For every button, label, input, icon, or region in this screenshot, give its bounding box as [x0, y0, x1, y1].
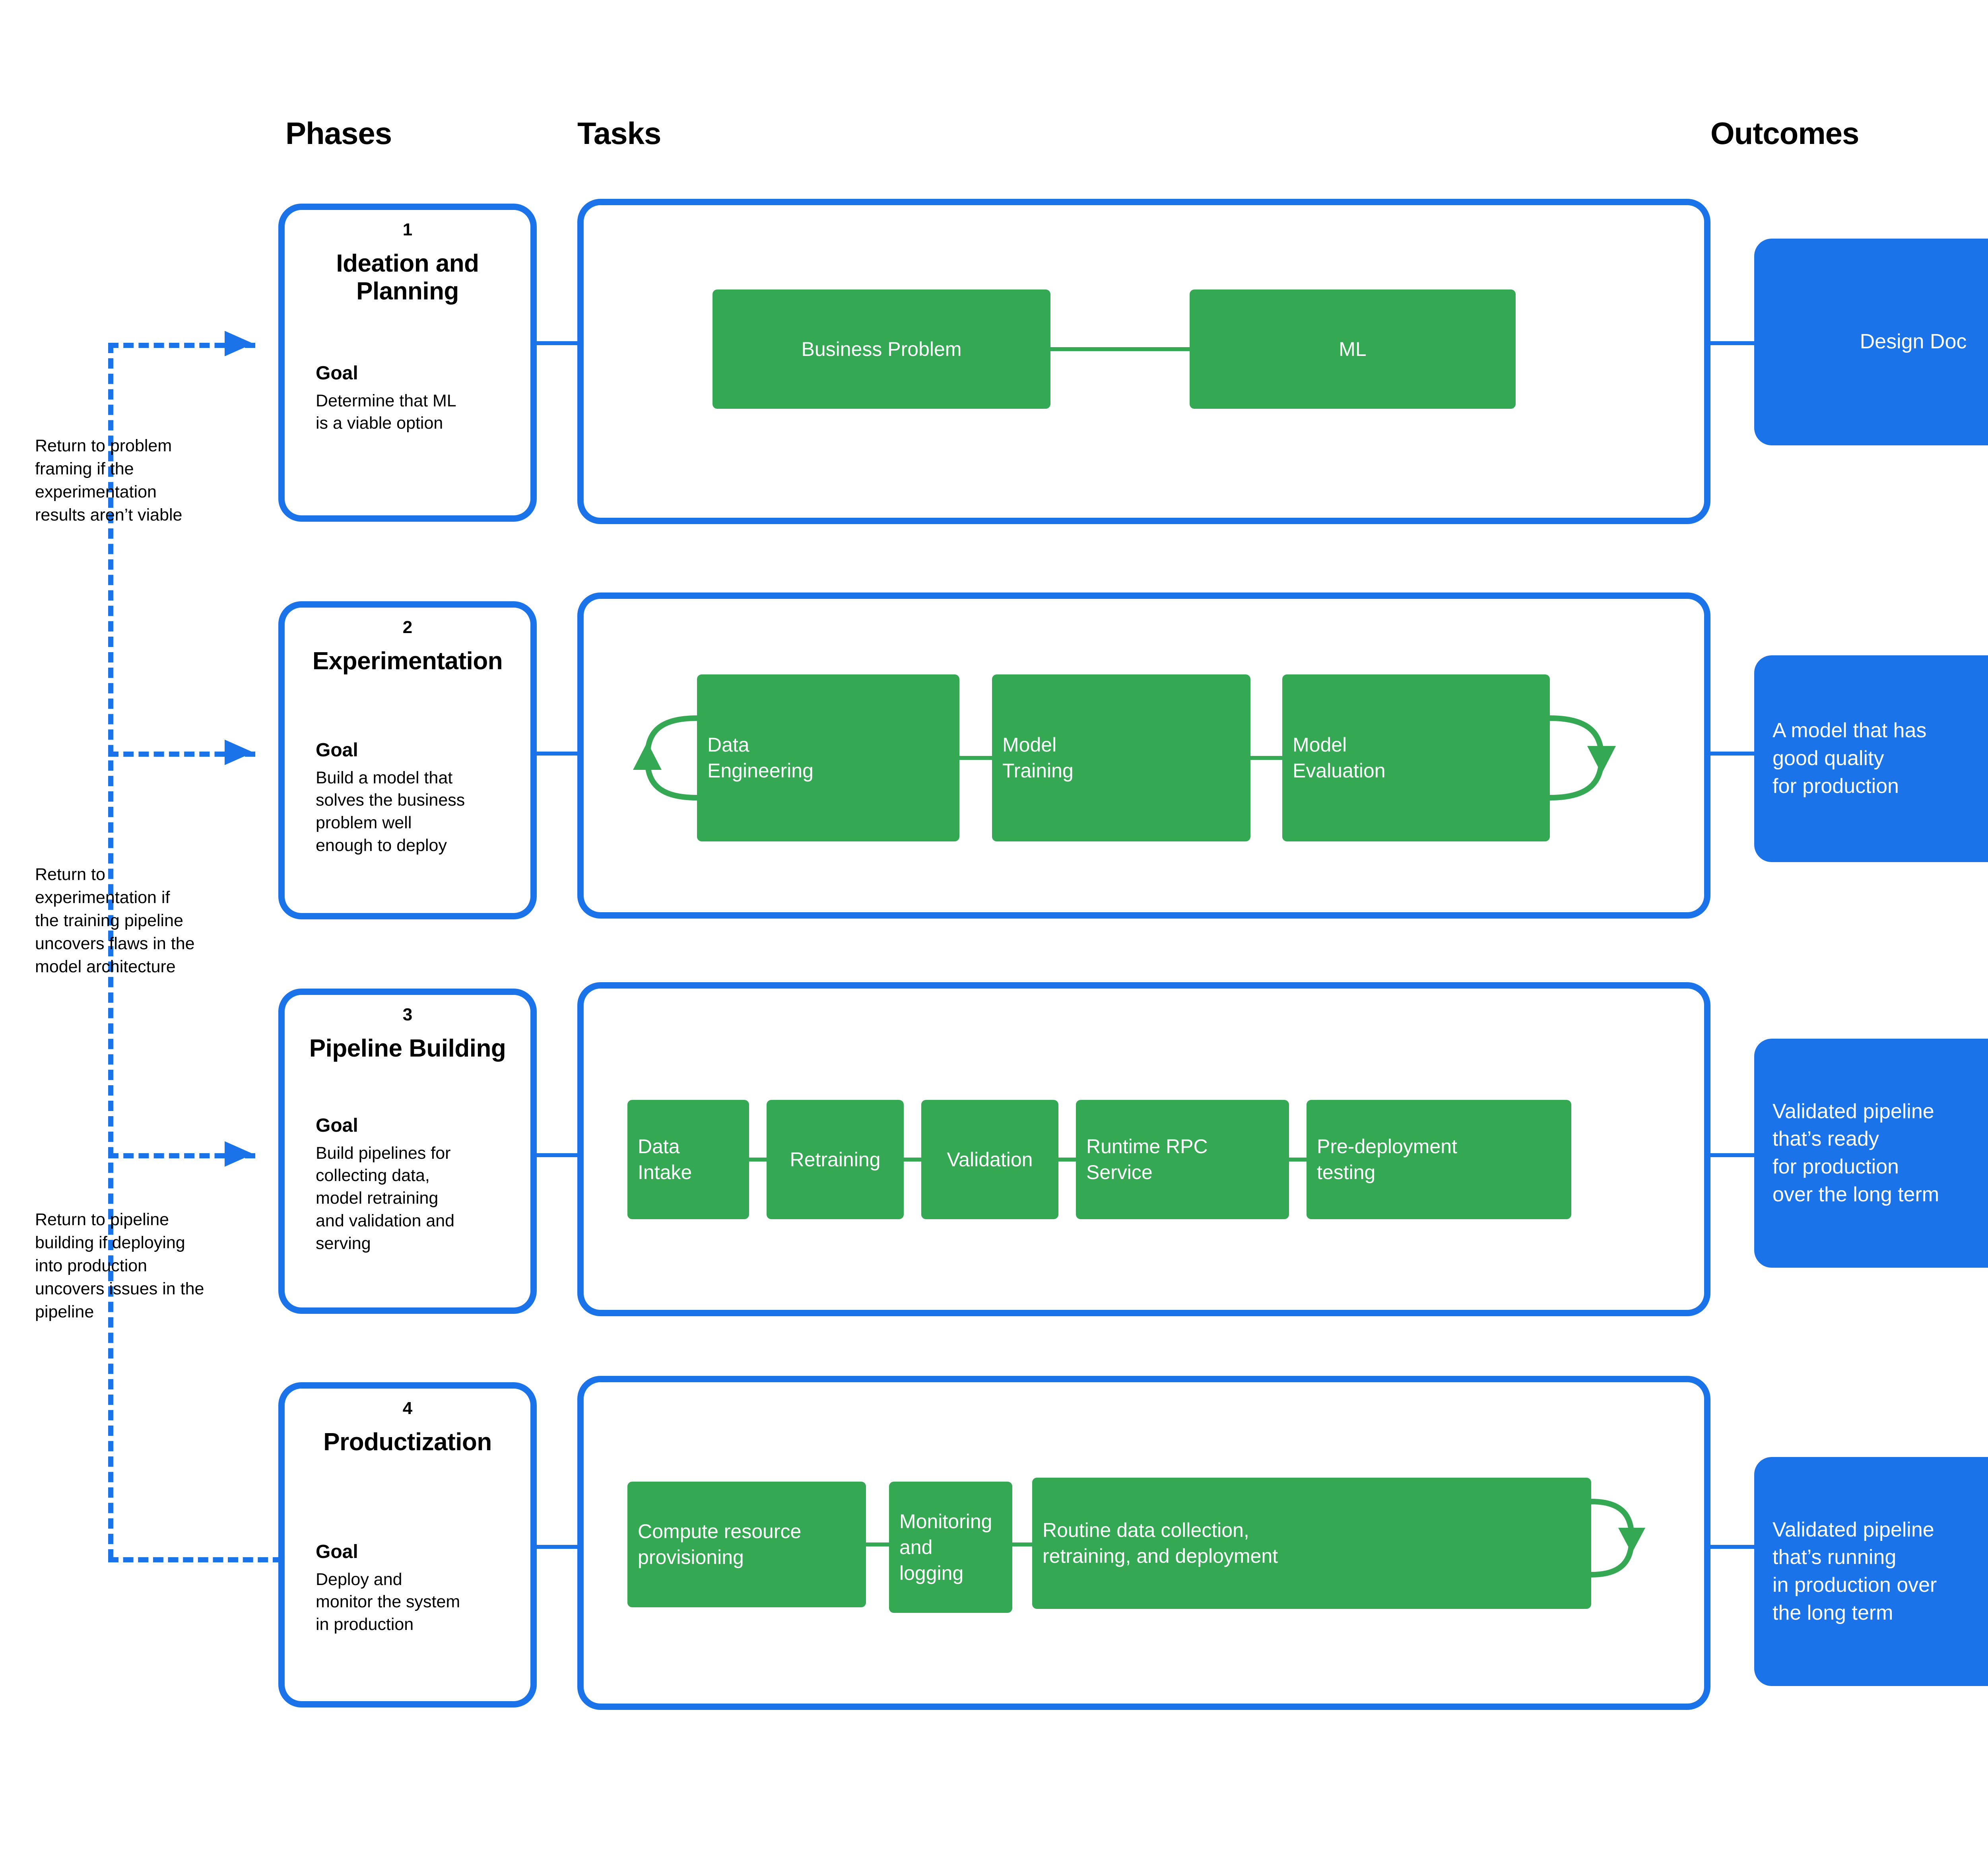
feedback-note-2: Return to experimentation if the trainin…: [35, 865, 195, 977]
phase-card-4[interactable]: 4 Productization Goal Deploy and monitor…: [278, 1382, 537, 1708]
phase-title-3: Pipeline Building: [309, 1035, 506, 1063]
task-chip-compute-resource-provisioning[interactable]: Compute resource provisioning: [627, 1482, 866, 1607]
phase-number-1: 1: [402, 220, 413, 239]
feedback-arrow-to-phase1: [225, 331, 253, 356]
task-chip-retraining[interactable]: Retraining: [767, 1100, 904, 1219]
task-chip-data-intake[interactable]: Data Intake: [627, 1100, 749, 1219]
task-chip-validation[interactable]: Validation: [921, 1100, 1058, 1219]
tasks-panel-1: Business Problem ML: [577, 199, 1710, 524]
task-chip-pre-deployment-testing[interactable]: Pre-deployment testing: [1307, 1100, 1571, 1219]
phase-title-2: Experimentation: [312, 647, 503, 675]
feedback-line-to-phase3: [108, 1153, 255, 1158]
task-chip-business-problem[interactable]: Business Problem: [712, 289, 1050, 409]
column-header-outcomes: Outcomes: [1710, 116, 1859, 151]
tasks-panel-2: Data Engineering Model Training Model Ev…: [577, 592, 1710, 919]
goal-text-1: Determine that ML is a viable option: [316, 391, 456, 433]
task-chip-model-evaluation[interactable]: Model Evaluation: [1282, 674, 1550, 841]
task-chip-ml[interactable]: ML: [1190, 289, 1516, 409]
outcome-box-4[interactable]: Validated pipeline that’s running in pro…: [1754, 1457, 1988, 1686]
connector-phase1-tasks1: [537, 341, 580, 345]
feedback-note-3: Return to pipeline building if deploying…: [35, 1210, 204, 1322]
phase-number-4: 4: [402, 1399, 413, 1418]
connector-tasks4-outcome4: [1710, 1545, 1754, 1549]
task-chip-data-engineering[interactable]: Data Engineering: [697, 674, 959, 841]
goal-label-2: Goal: [316, 740, 358, 761]
green-connector-4b: [1012, 1542, 1032, 1546]
green-connector-4a: [866, 1542, 889, 1546]
green-connector-1: [1050, 347, 1190, 351]
feedback-line-from-phase4: [108, 1557, 283, 1562]
phase-card-1[interactable]: 1 Ideation and Planning Goal Determine t…: [278, 204, 537, 522]
tasks-panel-3: Data Intake Retraining Validation Runtim…: [577, 982, 1710, 1316]
column-header-tasks: Tasks: [577, 116, 661, 151]
goal-text-4: Deploy and monitor the system in product…: [316, 1570, 460, 1634]
goal-text-2: Build a model that solves the business p…: [316, 768, 465, 855]
column-header-phases: Phases: [285, 116, 392, 151]
connector-tasks2-outcome2: [1710, 752, 1754, 756]
outcome-box-3[interactable]: Validated pipeline that’s ready for prod…: [1754, 1039, 1988, 1268]
task-chip-model-training[interactable]: Model Training: [992, 674, 1250, 841]
connector-phase3-tasks3: [537, 1153, 580, 1157]
feedback-note-1: Return to problem framing if the experim…: [35, 436, 182, 525]
tasks-panel-4: Compute resource provisioning Monitoring…: [577, 1376, 1710, 1710]
green-connector-2b: [1250, 756, 1282, 760]
task-chip-routine-data-collection[interactable]: Routine data collection, retraining, and…: [1032, 1478, 1591, 1609]
feedback-arrow-to-phase3: [225, 1141, 253, 1167]
phase-number-2: 2: [402, 618, 413, 637]
goal-label-3: Goal: [316, 1115, 358, 1136]
goal-label-4: Goal: [316, 1541, 358, 1562]
feedback-line-to-phase1: [108, 343, 255, 348]
green-connector-2a: [959, 756, 992, 760]
feedback-arrow-to-phase2: [225, 740, 253, 765]
green-connector-3c: [1058, 1158, 1076, 1162]
phase-title-4: Productization: [323, 1428, 492, 1456]
feedback-spine-left: [108, 343, 113, 1560]
connector-tasks3-outcome3: [1710, 1153, 1754, 1157]
goal-text-3: Build pipelines for collecting data, mod…: [316, 1143, 455, 1253]
task-chip-monitoring-and-logging[interactable]: Monitoring and logging: [889, 1482, 1012, 1613]
outcome-box-1[interactable]: Design Doc: [1754, 239, 1988, 445]
goal-label-1: Goal: [316, 363, 358, 384]
phase-card-2[interactable]: 2 Experimentation Goal Build a model tha…: [278, 601, 537, 919]
phase-title-1: Ideation and Planning: [336, 250, 479, 305]
outcome-box-2[interactable]: A model that has good quality for produc…: [1754, 655, 1988, 862]
connector-tasks1-outcome1: [1710, 341, 1754, 345]
green-connector-3b: [904, 1158, 921, 1162]
phase-card-3[interactable]: 3 Pipeline Building Goal Build pipelines…: [278, 989, 537, 1314]
connector-phase4-tasks4: [537, 1545, 580, 1549]
phase-number-3: 3: [402, 1005, 413, 1024]
feedback-line-to-phase2: [108, 752, 255, 757]
connector-phase2-tasks2: [537, 752, 580, 756]
green-connector-3a: [749, 1158, 767, 1162]
green-connector-3d: [1289, 1158, 1307, 1162]
task-chip-runtime-rpc-service[interactable]: Runtime RPC Service: [1076, 1100, 1289, 1219]
